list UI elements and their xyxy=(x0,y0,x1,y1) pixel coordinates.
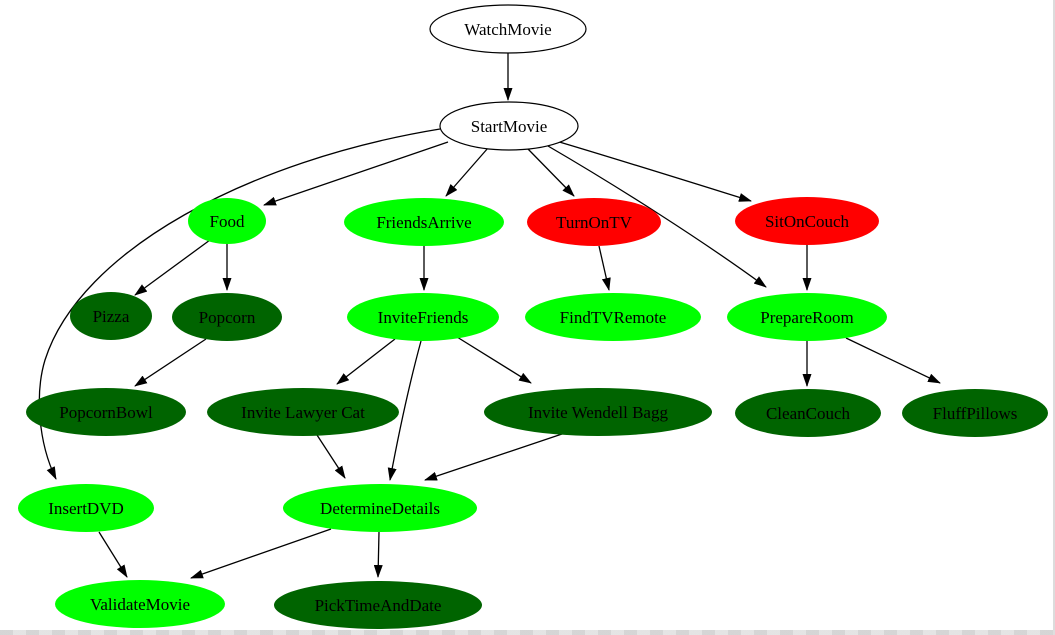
edge-prepareroom-fluffpillows xyxy=(845,337,941,384)
edge-invitefriends-determinedetails xyxy=(387,340,422,481)
edge-startmovie-sitoncouch xyxy=(555,140,752,202)
edge-layer xyxy=(38,53,941,579)
node-validatemovie: ValidateMovie xyxy=(55,580,225,628)
node-food-label: Food xyxy=(210,212,245,231)
node-fluffpillows-label: FluffPillows xyxy=(933,404,1018,423)
edge-invitefriends-invitelawyercat xyxy=(336,338,396,385)
node-layer: WatchMovie StartMovie Food FriendsArrive… xyxy=(18,4,1048,629)
node-popcorn-shape xyxy=(172,293,282,341)
edge-invitefriends-invitewendellbagg xyxy=(456,336,532,384)
node-cleancouch: CleanCouch xyxy=(735,389,881,437)
node-insertdvd-shape xyxy=(18,484,154,532)
node-popcornbowl-shape xyxy=(26,388,186,436)
edge-invitewendellbagg-determinedetails xyxy=(424,433,563,481)
node-food: Food xyxy=(188,198,266,244)
node-watchmovie-label: WatchMovie xyxy=(464,20,551,39)
node-cleancouch-shape xyxy=(735,389,881,437)
node-insertdvd-label: InsertDVD xyxy=(48,499,124,518)
node-food-shape xyxy=(188,198,266,244)
edge-startmovie-prepareroom xyxy=(547,145,767,288)
node-findtvremote-label: FindTVRemote xyxy=(560,308,667,327)
edge-invitelawyercat-determinedetails xyxy=(316,434,346,479)
node-cleancouch-label: CleanCouch xyxy=(766,404,851,423)
node-turnontv-label: TurnOnTV xyxy=(556,213,633,232)
edge-determinedetails-validatemovie xyxy=(190,528,332,579)
node-picktimeanddate: PickTimeAndDate xyxy=(274,581,482,629)
node-friendsarrive-label: FriendsArrive xyxy=(376,213,471,232)
node-pizza: Pizza xyxy=(70,292,152,340)
node-invitefriends-label: InviteFriends xyxy=(378,308,469,327)
right-edge-line xyxy=(1053,0,1055,635)
edge-insertdvd-validatemovie xyxy=(98,531,128,578)
node-validatemovie-label: ValidateMovie xyxy=(90,595,190,614)
node-invitewendellbagg: Invite Wendell Bagg xyxy=(484,388,712,436)
node-popcornbowl: PopcornBowl xyxy=(26,388,186,436)
node-determinedetails: DetermineDetails xyxy=(283,484,477,532)
edge-startmovie-friendsarrive xyxy=(445,147,489,197)
node-sitoncouch-shape xyxy=(735,197,879,245)
node-popcorn: Popcorn xyxy=(172,293,282,341)
node-popcorn-label: Popcorn xyxy=(199,308,256,327)
node-watchmovie: WatchMovie xyxy=(429,4,587,54)
node-prepareroom: PrepareRoom xyxy=(727,293,887,341)
bottom-transparency-strip xyxy=(0,630,1055,635)
node-prepareroom-label: PrepareRoom xyxy=(760,308,853,327)
node-fluffpillows-shape xyxy=(902,389,1048,437)
node-watchmovie-shape xyxy=(429,4,587,54)
node-startmovie-label: StartMovie xyxy=(471,117,548,136)
node-invitelawyercat-shape xyxy=(207,388,399,436)
node-friendsarrive-shape xyxy=(344,198,504,246)
node-invitewendellbagg-shape xyxy=(484,388,712,436)
node-validatemovie-shape xyxy=(55,580,225,628)
node-fluffpillows: FluffPillows xyxy=(902,389,1048,437)
node-invitefriends: InviteFriends xyxy=(347,293,499,341)
node-findtvremote: FindTVRemote xyxy=(525,293,701,341)
node-prepareroom-shape xyxy=(727,293,887,341)
node-invitefriends-shape xyxy=(347,293,499,341)
node-startmovie: StartMovie xyxy=(439,101,579,151)
node-findtvremote-shape xyxy=(525,293,701,341)
node-turnontv: TurnOnTV xyxy=(527,198,661,246)
node-sitoncouch-label: SitOnCouch xyxy=(765,212,850,231)
node-startmovie-shape xyxy=(439,101,579,151)
node-invitewendellbagg-label: Invite Wendell Bagg xyxy=(528,403,668,422)
node-sitoncouch: SitOnCouch xyxy=(735,197,879,245)
node-invitelawyercat: Invite Lawyer Cat xyxy=(207,388,399,436)
node-pizza-shape xyxy=(70,292,152,340)
node-determinedetails-label: DetermineDetails xyxy=(320,499,440,518)
node-insertdvd: InsertDVD xyxy=(18,484,154,532)
node-friendsarrive: FriendsArrive xyxy=(344,198,504,246)
node-popcornbowl-label: PopcornBowl xyxy=(59,403,153,422)
node-pizza-label: Pizza xyxy=(93,307,130,326)
node-invitelawyercat-label: Invite Lawyer Cat xyxy=(241,403,365,422)
node-picktimeanddate-shape xyxy=(274,581,482,629)
node-picktimeanddate-label: PickTimeAndDate xyxy=(315,596,442,615)
edge-determinedetails-picktimeanddate xyxy=(373,531,383,578)
edge-startmovie-turnontv xyxy=(527,148,575,197)
edge-food-pizza xyxy=(134,239,211,296)
node-determinedetails-shape xyxy=(283,484,477,532)
edge-popcorn-popcornbowl xyxy=(134,338,207,387)
edge-turnontv-findtvremote xyxy=(598,245,611,291)
edge-startmovie-food xyxy=(263,141,449,206)
node-turnontv-shape xyxy=(527,198,661,246)
